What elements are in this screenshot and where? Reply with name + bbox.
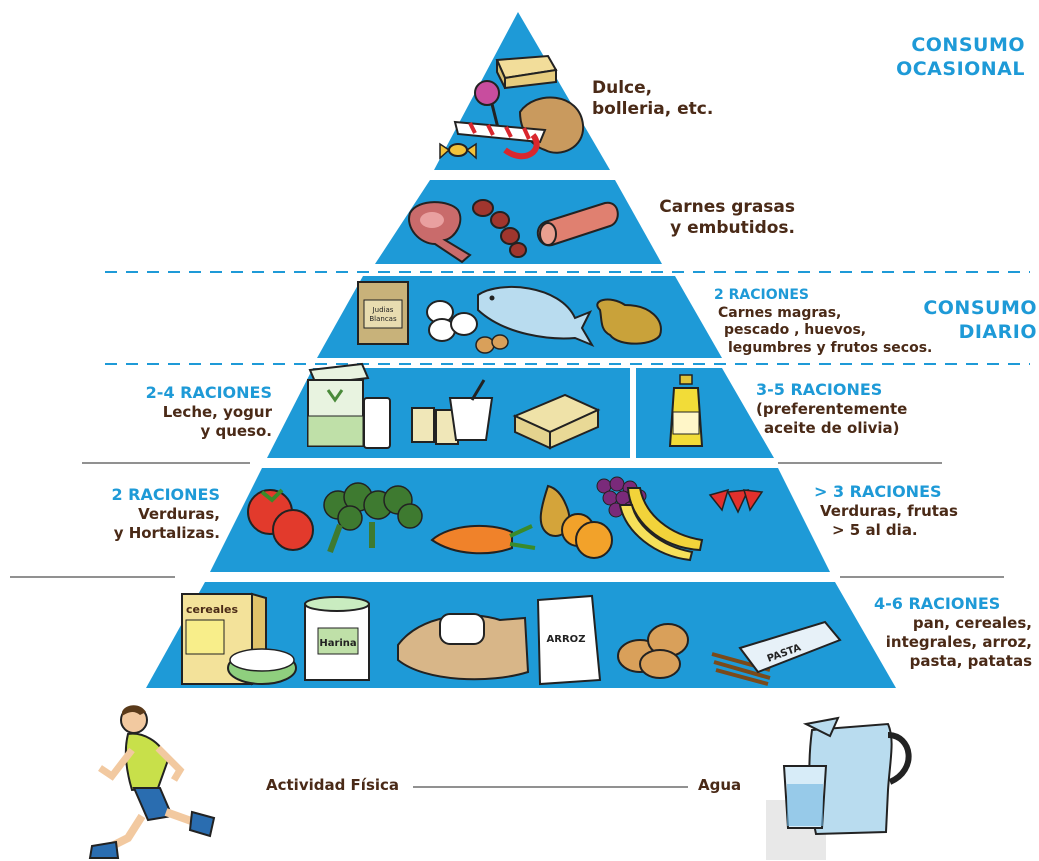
tier-oil (636, 368, 774, 458)
dairy-line-2: y queso. (200, 421, 272, 440)
cereals-label: 4-6 RACIONES pan, cereales, integrales, … (862, 594, 1032, 670)
water-illustration (766, 716, 912, 860)
water-label: Agua (698, 776, 742, 794)
oil-portions: 3-5 RACIONES (756, 380, 883, 399)
oil-line-1: (preferentemente (756, 400, 908, 418)
vegetables-label: 2 RACIONES Verduras, y Hortalizas. (60, 485, 220, 543)
fruits-label: > 3 RACIONES Verduras, frutas > 5 al dia… (814, 482, 958, 540)
sweets-illustration (439, 54, 585, 160)
vegetables-line-1: Verduras, (138, 505, 220, 523)
fruits-illustration (539, 476, 764, 562)
fatty-meats-illustration (408, 199, 619, 264)
zone-daily-line-2: DIARIO (958, 320, 1037, 343)
runner-illustration (88, 705, 216, 859)
dairy-line-1: Leche, yogur (162, 403, 272, 421)
activity-label: Actividad Física (266, 776, 400, 794)
cereals-line-1: pan, cereales, (912, 614, 1032, 632)
fruits-line-2: > 5 al dia. (832, 520, 918, 539)
vegetables-line-2: y Hortalizas. (113, 523, 220, 542)
rice-label: ARROZ (547, 634, 586, 645)
cereals-illustration: cereales Harina ARROZ PASTA (181, 592, 842, 686)
fruits-portions: > 3 RACIONES (814, 482, 942, 501)
beans-box-label-2: Blancas (369, 315, 397, 323)
proteins-label: 2 RACIONES Carnes magras, pescado , huev… (714, 287, 932, 357)
zone-occasional-line-1: CONSUMO (911, 34, 1025, 56)
cereal-box-label: cereales (186, 603, 239, 616)
dairy-label: 2-4 RACIONES Leche, yogur y queso. (120, 383, 272, 441)
dairy-illustration (307, 362, 601, 450)
beans-box-label-1: Judias (372, 306, 394, 314)
proteins-illustration: Judias Blancas (357, 281, 662, 354)
fruits-line-1: Verduras, frutas (820, 502, 958, 520)
cereals-portions: 4-6 RACIONES (874, 594, 1001, 613)
zone-daily-line-1: CONSUMO (923, 297, 1037, 319)
oil-line-2: aceite de olivia) (764, 418, 900, 437)
fatty-meats-label-line-1: Carnes grasas (659, 197, 795, 217)
sweets-label-line-1: Dulce, (592, 78, 653, 98)
vegetables-portions: 2 RACIONES (111, 485, 220, 504)
cereals-line-2: integrales, arroz, (885, 632, 1032, 651)
fatty-meats-label: Carnes grasas y embutidos. (630, 197, 795, 240)
olive-oil-illustration (668, 374, 704, 447)
proteins-line-1: Carnes magras, (718, 304, 842, 321)
zone-occasional-label: CONSUMO OCASIONAL (880, 34, 1025, 82)
vegetables-illustration (247, 482, 536, 555)
proteins-portions: 2 RACIONES (714, 287, 809, 303)
cereals-line-3: pasta, patatas (909, 651, 1032, 670)
oil-label: 3-5 RACIONES (preferentemente aceite de … (756, 380, 907, 438)
zone-occasional-line-2: OCASIONAL (896, 57, 1025, 80)
proteins-line-2: pescado , huevos, (724, 322, 867, 338)
sweets-label-line-2: bolleria, etc. (592, 99, 714, 120)
sweets-label: Dulce, bolleria, etc. (592, 78, 713, 121)
zone-daily-label: CONSUMO DIARIO (900, 297, 1037, 345)
dairy-portions: 2-4 RACIONES (145, 383, 272, 402)
fatty-meats-label-line-2: y embutidos. (670, 218, 795, 239)
proteins-line-3: legumbres y frutos secos. (728, 339, 933, 356)
flour-label: Harina (319, 638, 356, 649)
